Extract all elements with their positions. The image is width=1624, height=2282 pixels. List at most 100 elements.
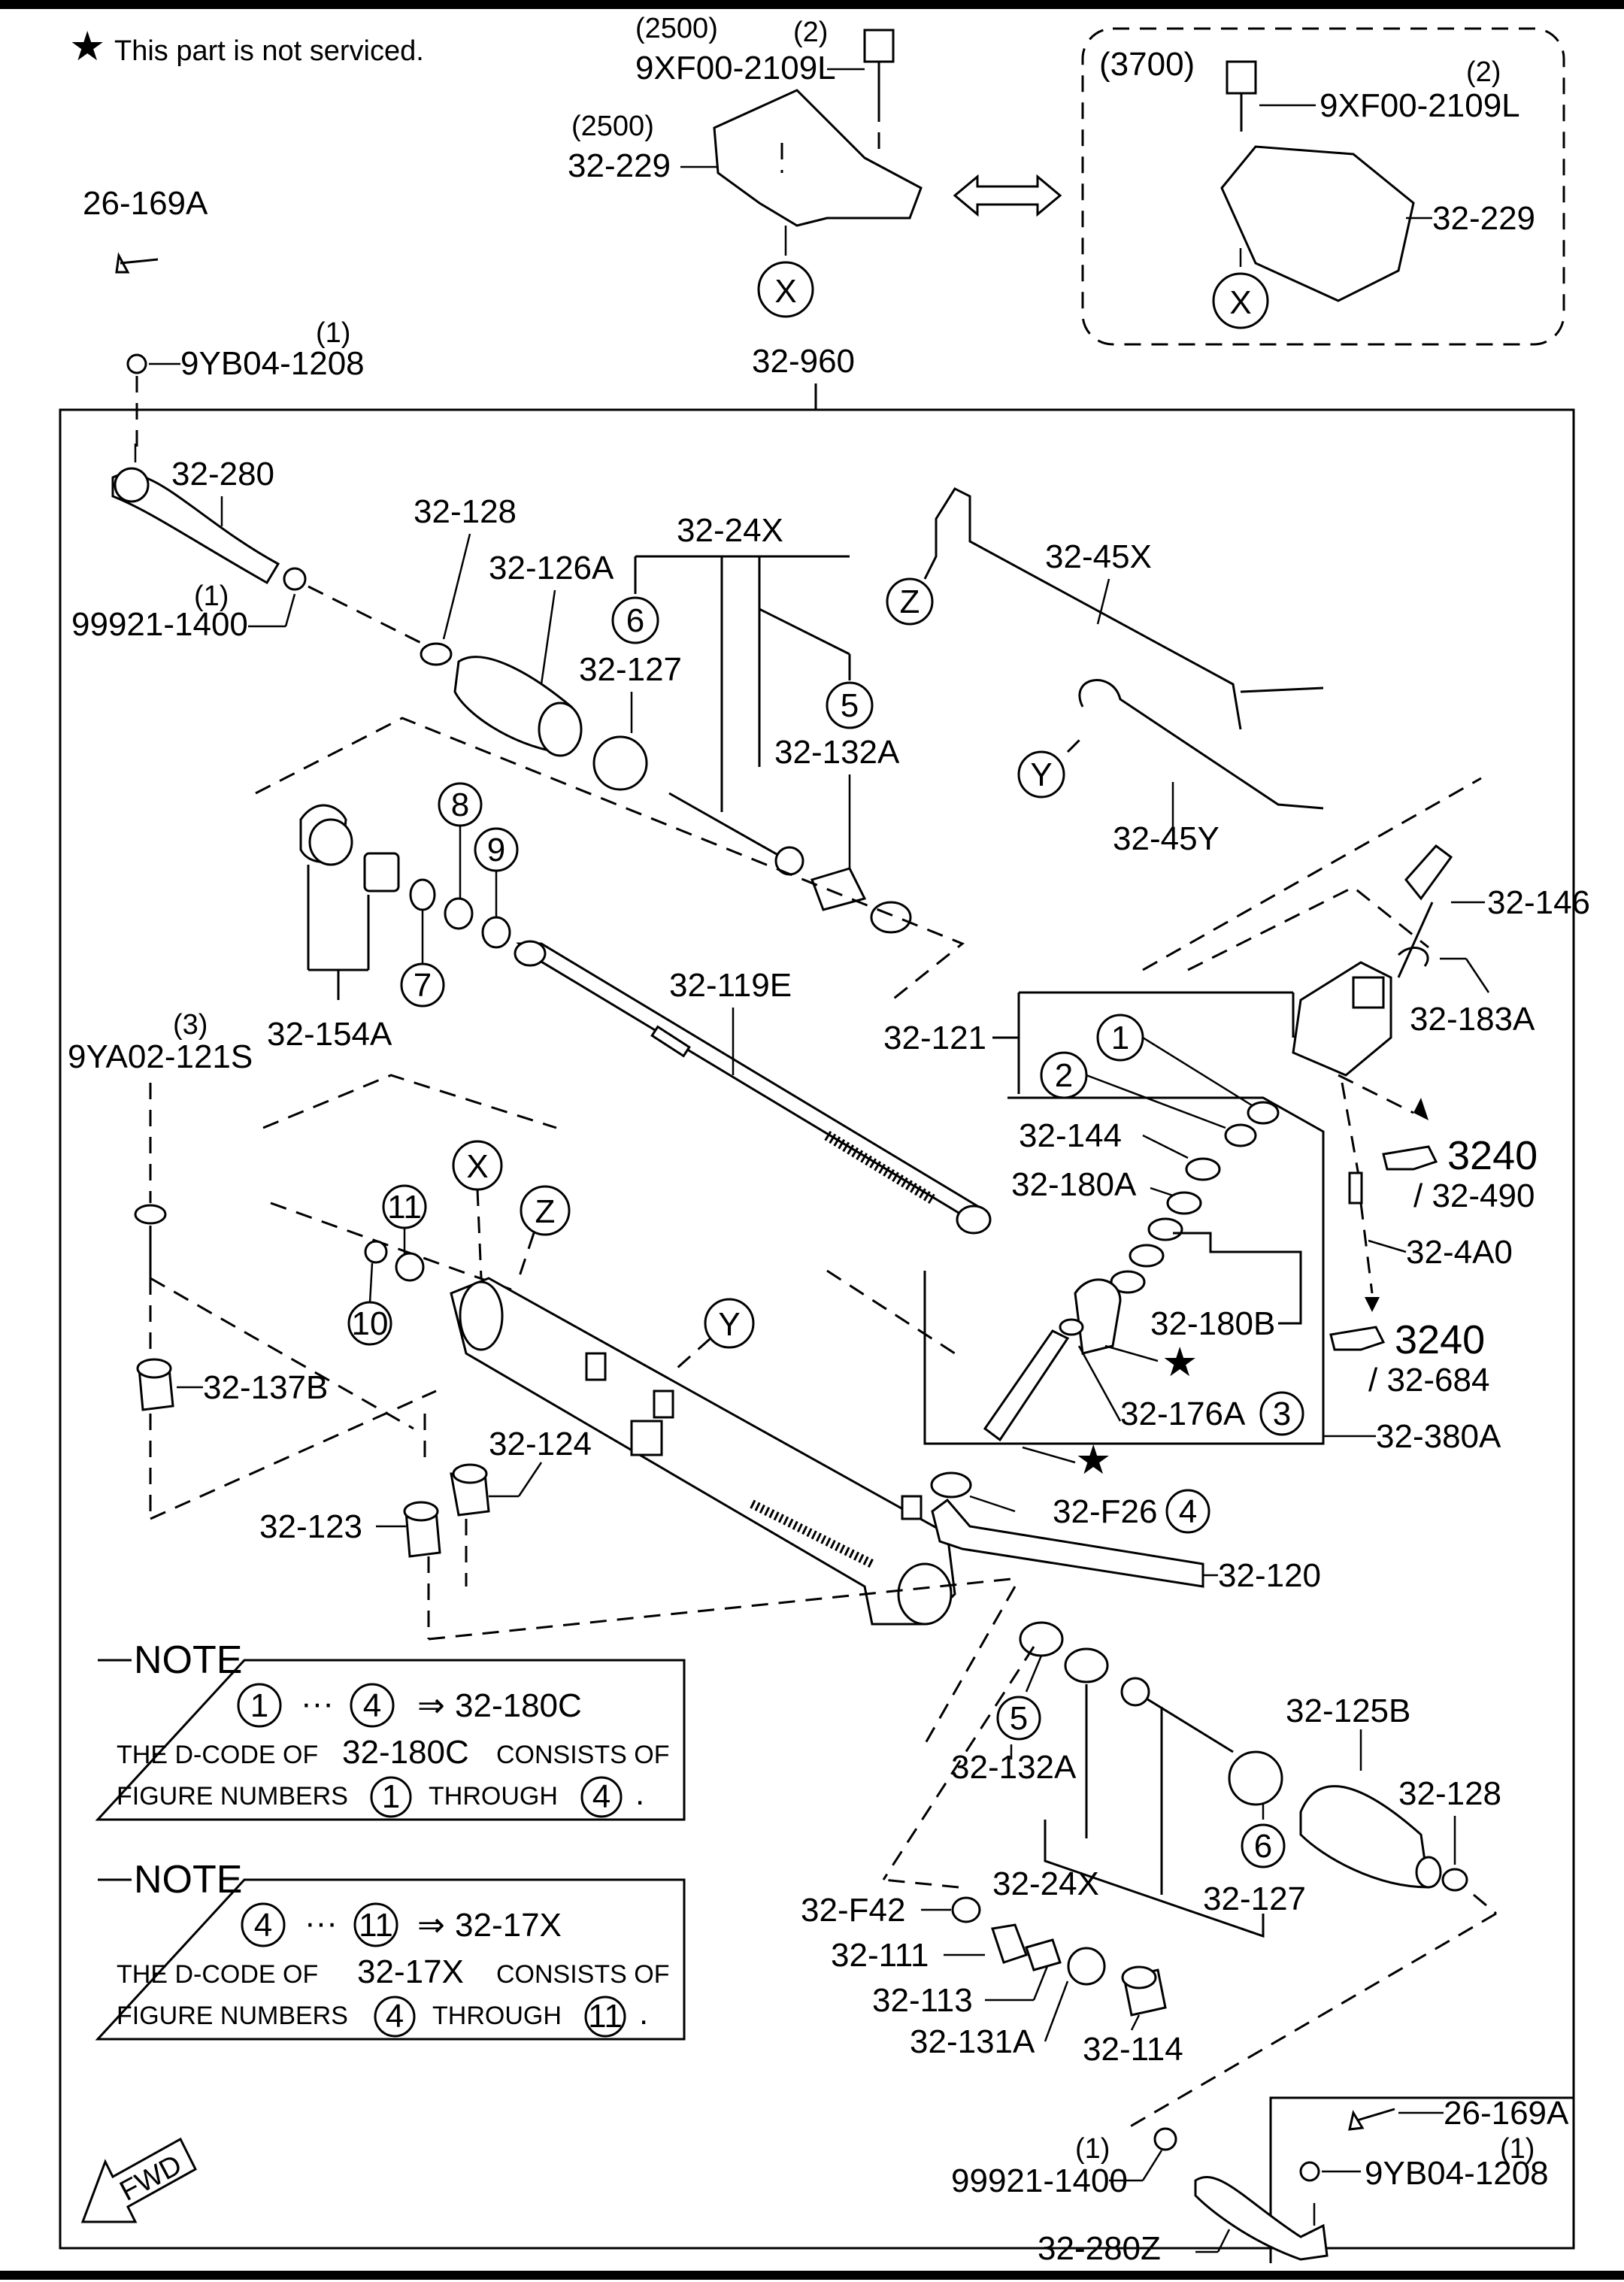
variant-3700-box: (3700) (2) 9XF00-2109L 32-229 X xyxy=(1081,27,1565,346)
p32-4a0-label: 32-4A0 xyxy=(1406,1234,1513,1271)
p32-280z-label: 32-280Z xyxy=(1038,2230,1161,2267)
svg-text:THROUGH: THROUGH xyxy=(429,1782,558,1811)
p32-127-label: 32-127 xyxy=(579,651,682,688)
callout-y-upper: Y xyxy=(1030,756,1052,793)
tie-rod-end-right: (1) 99921-1400 32-280Z xyxy=(951,2127,1329,2267)
p32-128-lower-label: 32-128 xyxy=(1398,1775,1501,1812)
p32-132a-label: 32-132A xyxy=(774,734,900,771)
p9yb04-lower-count: (1) xyxy=(1500,2133,1535,2165)
callout-10: 10 xyxy=(352,1305,389,1342)
svg-text:THE D-CODE OF: THE D-CODE OF xyxy=(117,1741,318,1769)
svg-text:X: X xyxy=(774,273,796,310)
p32-125b-label: 32-125B xyxy=(1286,1693,1410,1729)
svg-text:CONSISTS OF: CONSISTS OF xyxy=(496,1960,669,1989)
callout-3: 3 xyxy=(1273,1396,1291,1432)
svg-text:FIGURE NUMBERS: FIGURE NUMBERS xyxy=(117,2002,348,2030)
pointing-hand-icon-2 xyxy=(1329,1326,1386,1351)
variant-cover-shape xyxy=(1220,145,1415,302)
pressure-pipes: Z 32-45X Y 32-45Y xyxy=(886,487,1324,857)
p9yb04-lower-label: 9YB04-1208 xyxy=(1365,2155,1549,2192)
callout-2: 2 xyxy=(1055,1057,1073,1094)
svg-text:4: 4 xyxy=(363,1687,381,1724)
svg-text:11: 11 xyxy=(359,1907,393,1944)
fwd-arrow: FWD xyxy=(80,2137,197,2223)
svg-text:32-17X: 32-17X xyxy=(357,1953,464,1990)
pointing-hand-icon xyxy=(1382,1145,1438,1171)
p32-113-label: 32-113 xyxy=(872,1982,973,2019)
callout-z-upper: Z xyxy=(900,583,920,620)
valve-group: 32-144 32-180A 32-180B ★ ★ 32-176A 3 32-… xyxy=(923,1096,1501,1483)
cover-part-label: 32-229 xyxy=(568,147,671,184)
bottom-rule xyxy=(0,2271,1624,2280)
callout-x-variant xyxy=(1212,272,1269,329)
svg-text:⇒: ⇒ xyxy=(417,1687,445,1724)
p32-111-label: 32-111 xyxy=(831,1937,929,1974)
p32-132a-lower-label: 32-132A xyxy=(951,1749,1077,1786)
bolt-head xyxy=(863,29,895,63)
callout-7: 7 xyxy=(414,967,432,1004)
callout-x-top xyxy=(757,261,814,318)
ref-32-490: / 32-490 xyxy=(1413,1177,1535,1214)
p32-144-label: 32-144 xyxy=(1019,1117,1122,1154)
top-rule xyxy=(0,0,1624,9)
p32-126a-label: 32-126A xyxy=(489,550,614,586)
callout-6: 6 xyxy=(626,602,644,639)
dashed-plane-upper xyxy=(255,717,965,1005)
callout-8: 8 xyxy=(451,786,469,823)
p32-24x-label: 32-24X xyxy=(677,512,783,549)
p99921-lower-label: 99921-1400 xyxy=(951,2162,1128,2199)
p32-f42-label: 32-F42 xyxy=(801,1892,905,1929)
p32-146-label: 32-146 xyxy=(1487,884,1590,921)
star-marker-1: ★ xyxy=(1162,1340,1198,1385)
dashed-plane-lower xyxy=(150,1074,956,1520)
p32-154a-label: 32-154A xyxy=(267,1016,392,1053)
callout-z-housing: Z xyxy=(535,1193,556,1230)
note-2-title: NOTE xyxy=(134,1858,242,1902)
bolt-count-label: (2) xyxy=(793,17,828,48)
clip-part-label: 26-169A xyxy=(83,185,208,222)
p99921-1400-count: (1) xyxy=(194,580,229,612)
legend-star: ★ xyxy=(69,24,105,69)
p32-280-label: 32-280 xyxy=(171,456,274,492)
variant-bolt-head xyxy=(1226,60,1257,95)
nut-count-label: (1) xyxy=(316,317,350,349)
p32-114-label: 32-114 xyxy=(1083,2031,1183,2068)
variant-bolt-part: 9XF00-2109L xyxy=(1320,87,1520,124)
variant-cover-part: 32-229 xyxy=(1432,200,1535,237)
note-1-result: 32-180C xyxy=(455,1687,582,1724)
legend-text: This part is not serviced. xyxy=(114,35,424,67)
mount-bolt-left: (3) 9YA02-121S 32-137B xyxy=(68,1009,328,1519)
bolt-qty-label: (2500) xyxy=(635,13,718,44)
svg-text:1: 1 xyxy=(382,1778,400,1815)
tie-rod-nut xyxy=(283,567,307,591)
assembly-frame xyxy=(59,408,1575,2250)
tie-rod-end-left: 32-280 (1) 99921-1400 xyxy=(71,444,429,648)
bottom-right-box: 26-169A (1) 9YB04-1208 xyxy=(1269,2095,1574,2263)
variant-bolt-count: (2) xyxy=(1466,56,1501,88)
callout-11: 11 xyxy=(387,1189,422,1226)
p32-131a-label: 32-131A xyxy=(910,2023,1035,2060)
clip-icon xyxy=(115,252,159,274)
svg-text:.: . xyxy=(635,1775,644,1812)
steering-cover-shape xyxy=(713,89,923,227)
svg-text:4: 4 xyxy=(254,1907,272,1944)
p32-380a-label: 32-380A xyxy=(1376,1418,1501,1455)
nut-icon-lower xyxy=(1299,2161,1320,2182)
p32-176a-label: 32-176A xyxy=(1120,1396,1246,1432)
p32-24x-lower-label: 32-24X xyxy=(992,1865,1099,1902)
housing-bushings: 32-124 32-123 xyxy=(259,1414,1012,1641)
p32-137b-label: 32-137B xyxy=(203,1369,328,1406)
callout-5: 5 xyxy=(841,687,859,724)
p32-24x-tree: 32-24X 6 5 32-132A xyxy=(611,512,912,934)
nut-icon xyxy=(126,353,147,374)
svg-text:.: . xyxy=(639,1995,648,2032)
ref-3240-b: 3240 xyxy=(1395,1317,1485,1362)
note-1-title: NOTE xyxy=(134,1638,242,1682)
pinion-housing: 32-146 32-183A xyxy=(1292,844,1590,1189)
p99921-lower-count: (1) xyxy=(1075,2133,1110,2165)
callout-6-lower: 6 xyxy=(1254,1828,1272,1865)
p32-183a-label: 32-183A xyxy=(1410,1001,1535,1038)
equivalence-arrow xyxy=(953,174,1062,217)
callout-9: 9 xyxy=(487,832,505,868)
